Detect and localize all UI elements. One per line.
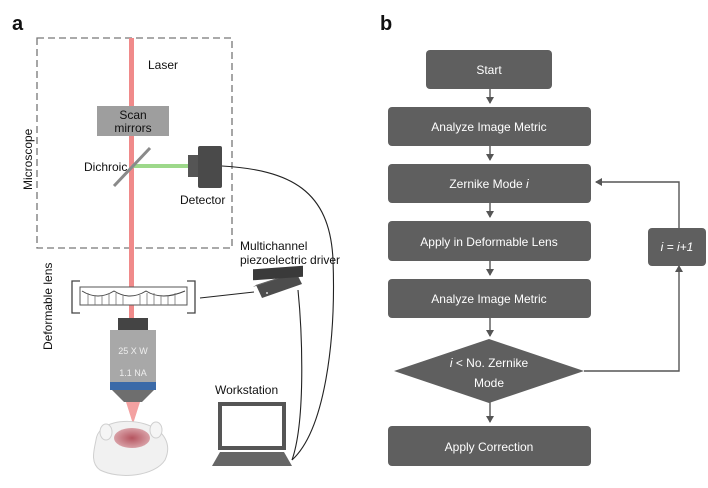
objective-mag: 25 X W xyxy=(118,346,148,356)
objective-band xyxy=(110,382,156,390)
microscope-boundary xyxy=(36,37,233,249)
scan-mirrors-line2: mirrors xyxy=(114,121,151,135)
microscope-label: Microscope xyxy=(21,128,35,190)
step-start-label: Start xyxy=(476,63,502,77)
zernike-prefix: Zernike Mode xyxy=(449,177,526,191)
step-increment-label: i = i+1 xyxy=(661,240,694,254)
dichroic-mirror xyxy=(112,146,152,188)
workstation-label: Workstation xyxy=(215,383,278,397)
objective-collar xyxy=(118,318,148,330)
driver-box-top xyxy=(256,272,302,298)
mouse-brain-window xyxy=(114,428,150,448)
focused-beam xyxy=(126,402,140,424)
decision-text: < No. Zernike xyxy=(452,356,528,370)
objective xyxy=(110,330,156,388)
step-apply-lens-label: Apply in Deformable Lens xyxy=(420,235,557,249)
loop-arrow-up xyxy=(584,265,683,372)
detector xyxy=(198,146,222,188)
driver-label-line2: piezoelectric driver xyxy=(240,253,340,267)
deformable-lens-label: Deformable lens xyxy=(41,263,55,350)
decision-line1: i < No. Zernike xyxy=(450,356,529,370)
step-analyze-2-label: Analyze Image Metric xyxy=(431,292,546,306)
laser-label: Laser xyxy=(148,58,178,72)
laser-beam xyxy=(129,38,134,400)
detector-lens xyxy=(188,155,198,177)
scan-mirrors-line1: Scan xyxy=(119,108,146,122)
scan-mirrors xyxy=(97,106,169,136)
step-start xyxy=(426,50,552,89)
objective-tip xyxy=(112,390,154,402)
decision-var: i xyxy=(450,356,453,370)
driver-lens-cable xyxy=(199,291,255,299)
driver-workstation-cable xyxy=(291,289,303,461)
workstation-keyboard xyxy=(212,452,292,466)
loop-arrow-back xyxy=(595,178,680,228)
step-zernike xyxy=(388,164,591,203)
zernike-var: i xyxy=(526,177,529,191)
detector-cable xyxy=(221,165,334,461)
step-analyze-2 xyxy=(388,279,591,318)
driver-label-line1: Multichannel xyxy=(240,239,307,253)
piezo-driver xyxy=(253,265,303,281)
workstation-screen xyxy=(222,406,282,446)
decision-line2: Mode xyxy=(474,376,504,390)
step-apply-lens xyxy=(388,221,591,261)
step-analyze-1 xyxy=(388,107,591,146)
detector-label: Detector xyxy=(180,193,225,207)
panel-a-letter: a xyxy=(12,13,24,35)
panel-b-letter: b xyxy=(380,13,392,35)
step-correction-label: Apply Correction xyxy=(445,440,534,454)
dichroic-label: Dichroic xyxy=(84,160,127,174)
step-correction xyxy=(388,426,591,466)
lens-actuators xyxy=(87,293,176,305)
step-decision xyxy=(394,339,584,403)
objective-na: 1.1 NA xyxy=(119,368,147,378)
step-increment xyxy=(648,228,706,266)
emission-path xyxy=(132,164,194,168)
step-analyze-1-label: Analyze Image Metric xyxy=(431,120,546,134)
step-zernike-label: Zernike Mode i xyxy=(449,177,529,191)
